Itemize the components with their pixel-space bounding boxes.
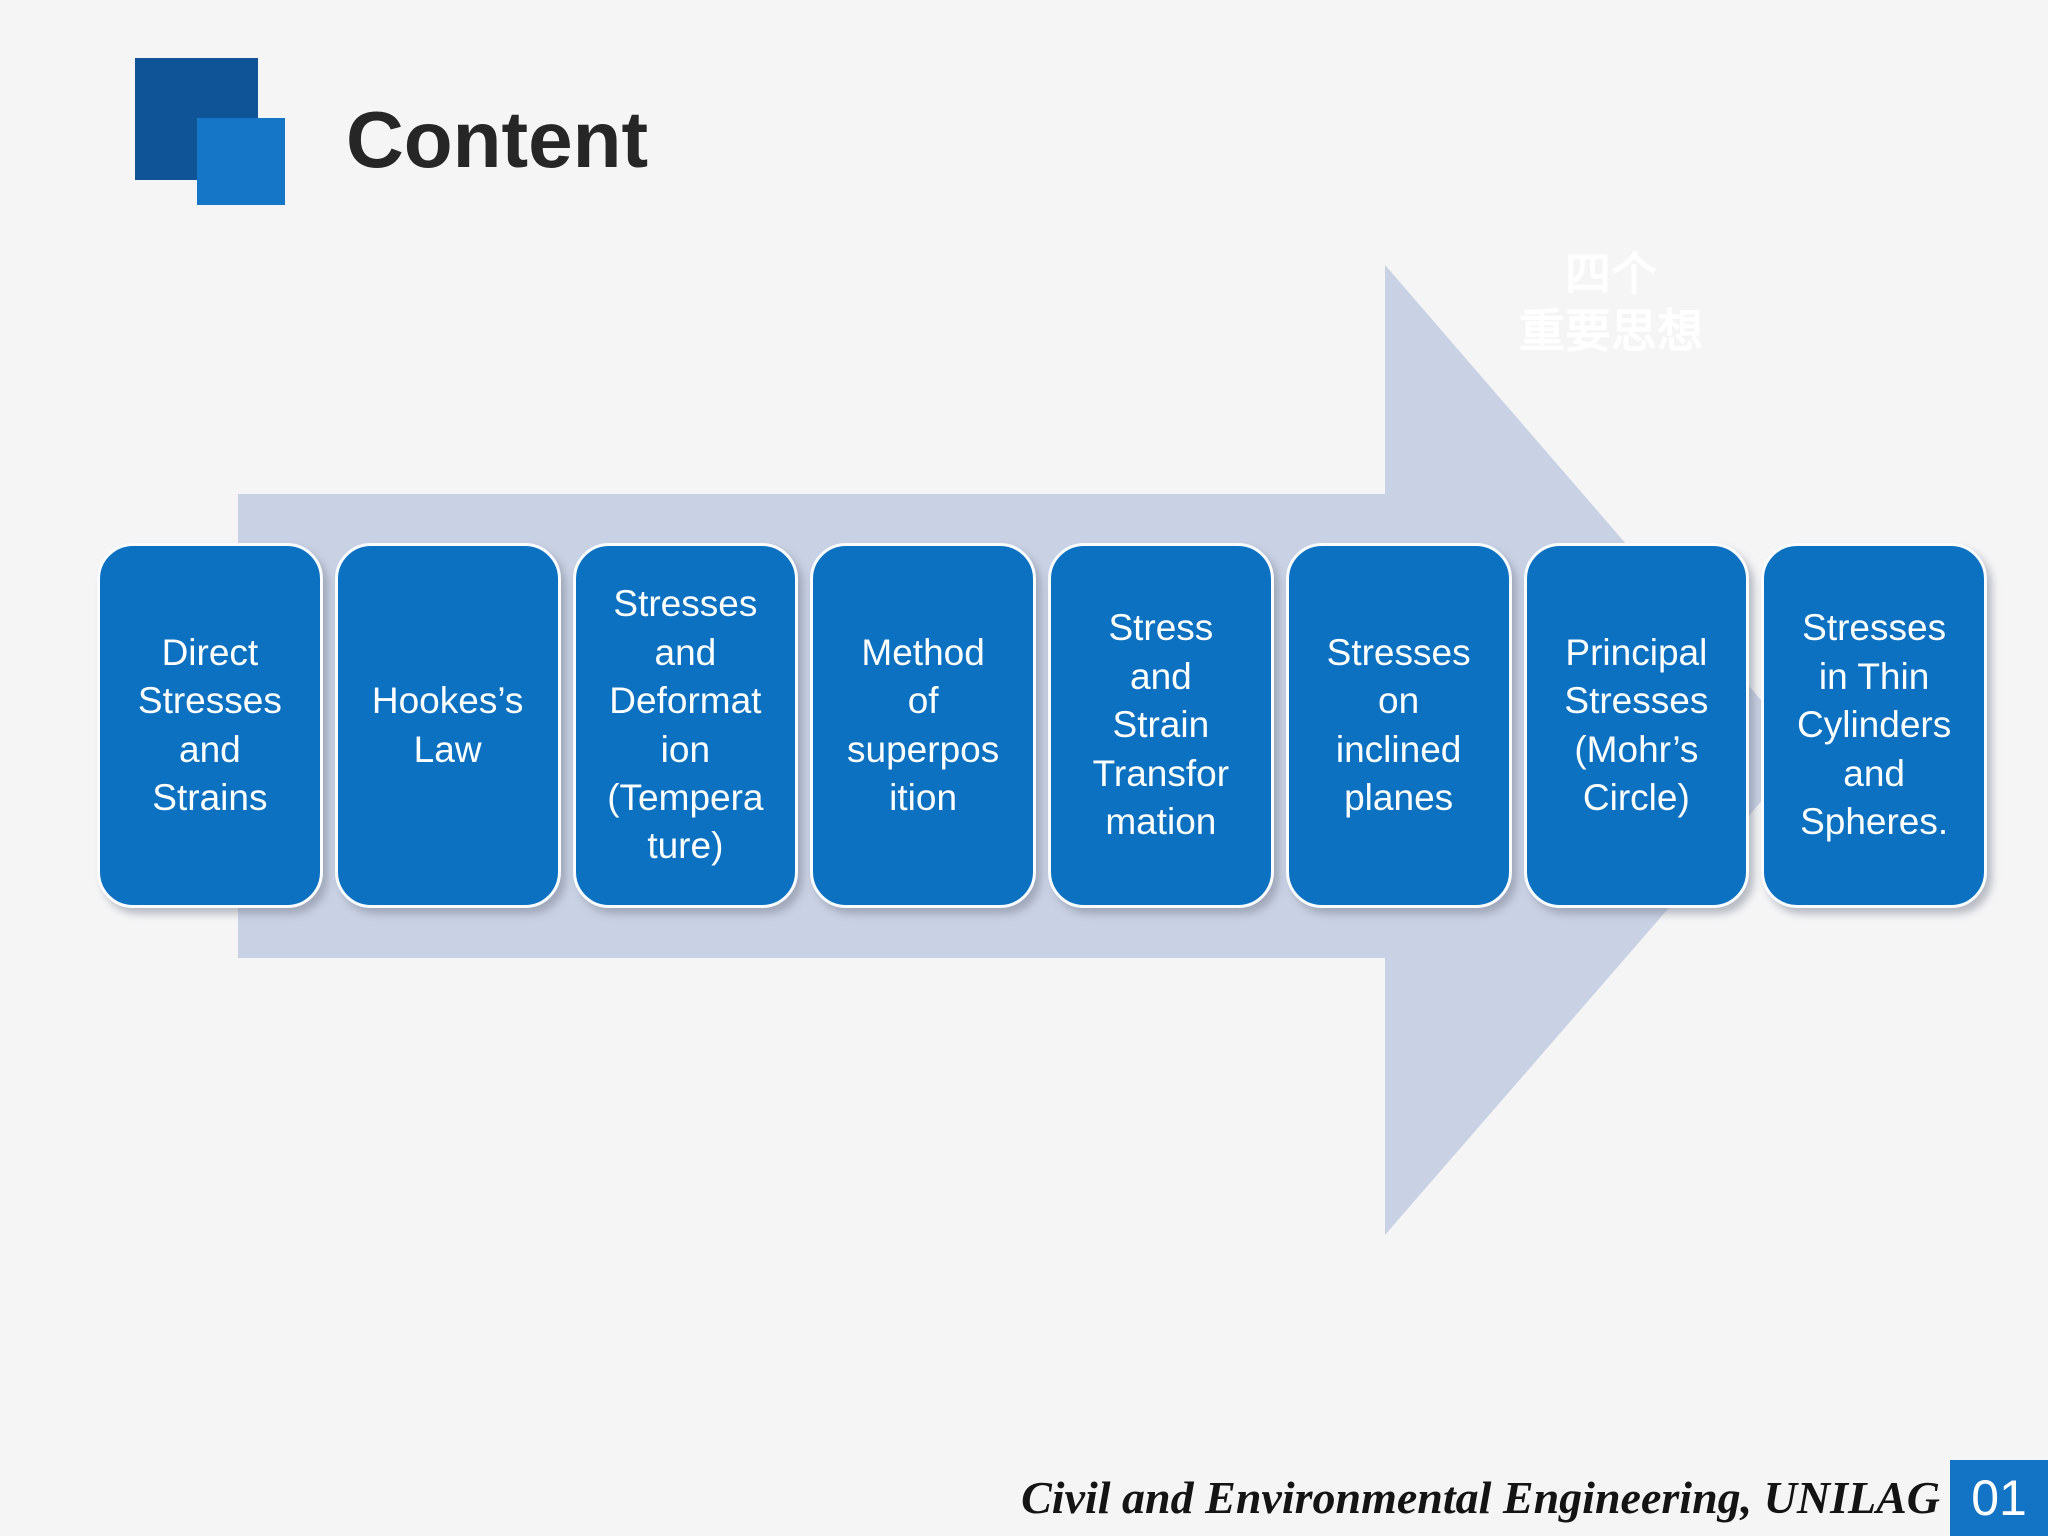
step-box-direct-stresses: Direct Stresses and Strains [97,543,323,908]
step-label: Stresses and Deformat ion (Tempera ture) [607,583,764,867]
step-label: Principal Stresses (Mohr’s Circle) [1564,631,1709,818]
page-number: 01 [1971,1470,2027,1526]
step-box-stresses-deformation: Stresses and Deformat ion (Tempera ture) [572,543,799,908]
step-label: Hookes’s Law [371,680,524,770]
arrow-annotation-line2: 重要思想 [1519,305,1703,357]
step-label: Stresses on inclined planes [1326,631,1471,818]
logo-square-light-icon [197,118,285,205]
step-box-superposition: Method of superpos ition [810,543,1036,908]
step-box-principal-stresses: Principal Stresses (Mohr’s Circle) [1523,543,1750,908]
step-label: Stresses in Thin Cylinders and Spheres. [1797,607,1952,843]
footer-text: Civil and Environmental Engineering, UNI… [1021,1472,1940,1523]
step-box-hookes-law: Hookes’s Law [334,543,561,908]
step-label: Method of superpos ition [847,631,1000,818]
arrow-annotation: 四个 重要思想 [1451,246,1771,360]
step-label: Direct Stresses and Strains [137,631,282,818]
step-box-stress-strain-transformation: Stress and Strain Transfor mation [1048,543,1274,908]
process-steps-row: Direct Stresses and Strains Hookes’s Law… [97,543,1987,908]
page-title: Content [346,95,649,184]
arrow-annotation-line1: 四个 [1565,248,1657,300]
page-number-box: 01 [1950,1460,2048,1536]
step-box-thin-cylinders: Stresses in Thin Cylinders and Spheres. [1761,543,1987,908]
step-label: Stress and Strain Transfor mation [1092,607,1230,843]
step-box-inclined-planes: Stresses on inclined planes [1285,543,1512,908]
